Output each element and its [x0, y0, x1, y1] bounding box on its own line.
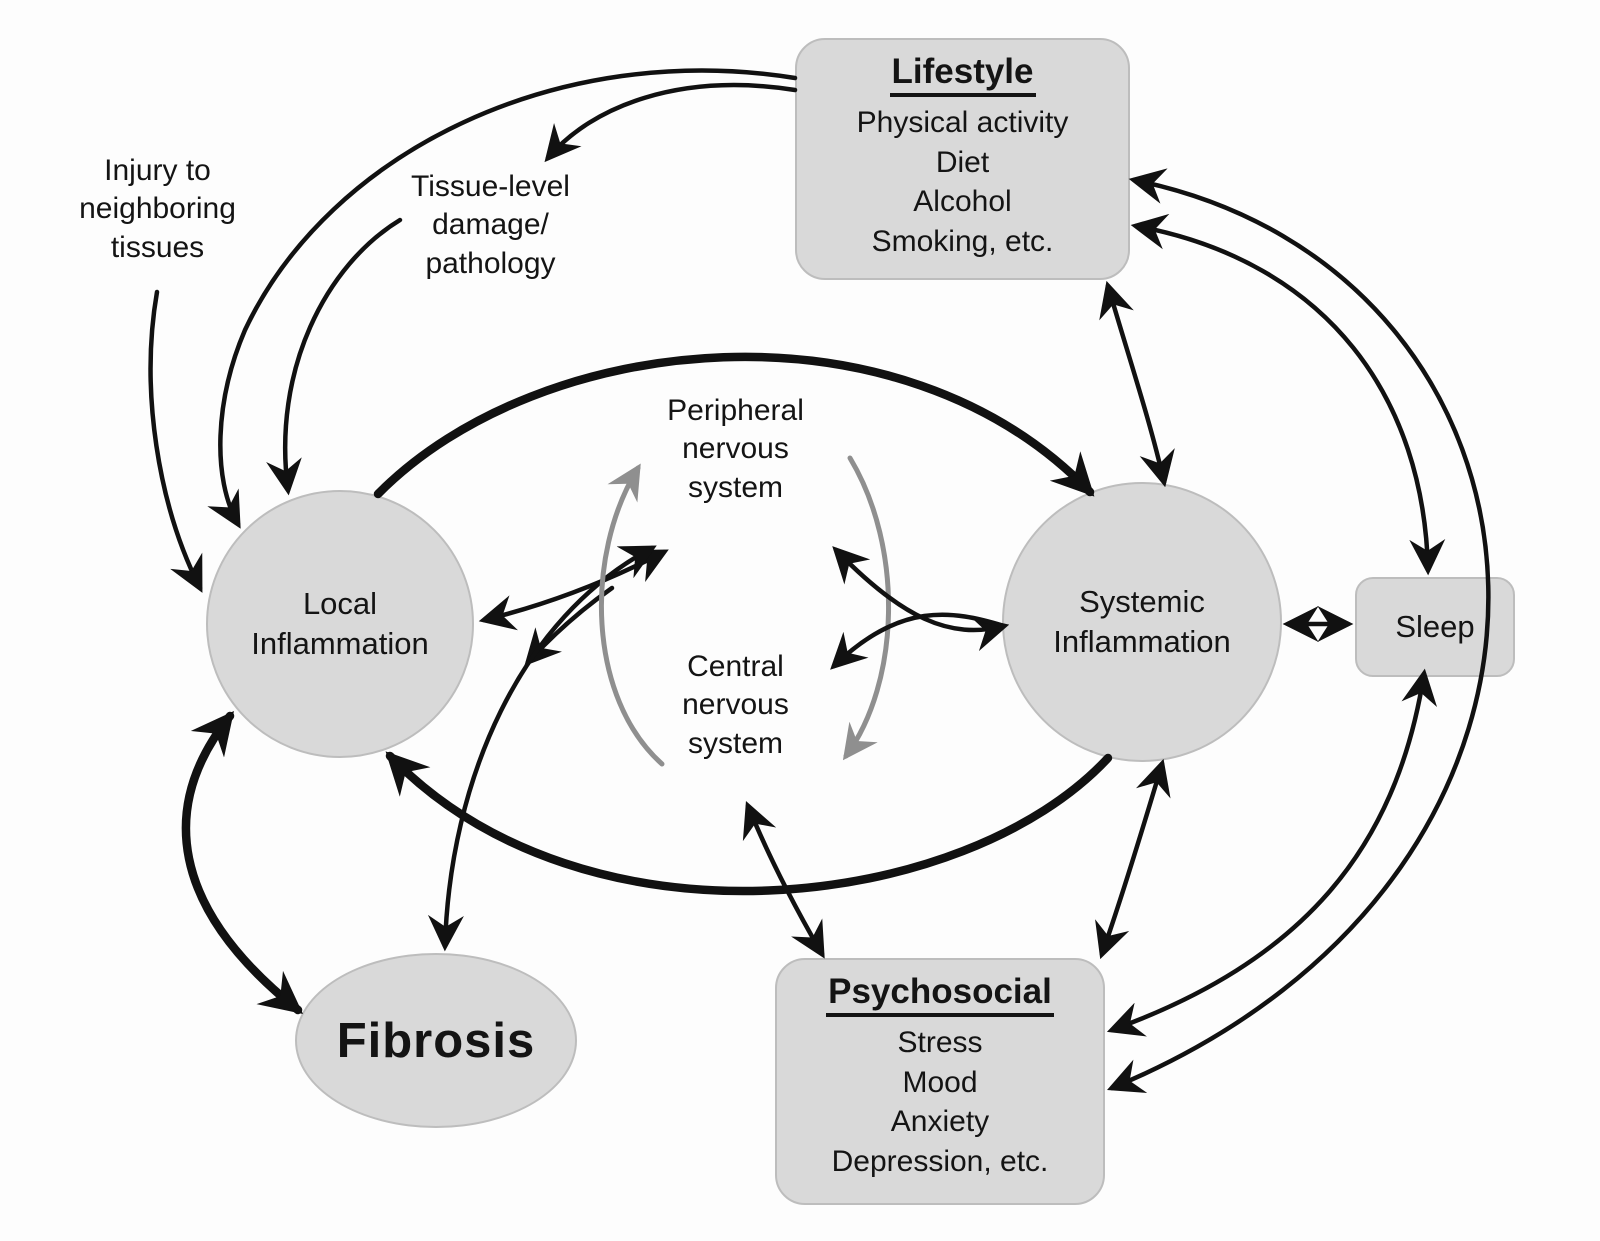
psychosocial-item: Anxiety [890, 1105, 990, 1139]
arrow-local-pns [478, 549, 669, 631]
arrow-fork-to-local [524, 585, 615, 666]
psychosocial-title: Psychosocial [826, 972, 1054, 1017]
psychosocial-item: Depression, etc. [831, 1144, 1049, 1178]
arrow-lifestyle-systemic [1099, 280, 1175, 488]
injury-label: Injury to neighboring tissues [79, 154, 236, 264]
fibrosis-node: Fibrosis [295, 953, 577, 1128]
tissue-damage-label: Tissue-level damage/ pathology [411, 170, 570, 280]
arrow-local-fibrosis-thick [181, 711, 303, 1015]
arrow-lifestyle-to-tissue [544, 82, 798, 163]
lifestyle-item: Smoking, etc. [871, 224, 1054, 258]
psychosocial-item: Mood [902, 1065, 978, 1099]
pns-label: Peripheral nervous system [667, 394, 804, 504]
psychosocial-box: Psychosocial Stress Mood Anxiety Depress… [775, 958, 1105, 1205]
arrow-cns-psychosocial [742, 800, 825, 959]
cns-label: Central nervous system [682, 650, 789, 760]
arrow-systemic-to-local-thick [385, 751, 1113, 896]
arrow-pns-systemic [832, 546, 1010, 652]
lifestyle-box: Lifestyle Physical activity Diet Alcohol… [795, 38, 1130, 280]
psychosocial-item: Stress [897, 1026, 983, 1059]
arrow-systemic-psychosocial [1095, 758, 1171, 960]
sleep-box: Sleep [1355, 577, 1515, 677]
systemic-inflammation-node: Systemic Inflammation [1002, 482, 1282, 762]
lifestyle-title: Lifestyle [889, 52, 1036, 97]
lifestyle-item: Diet [935, 145, 990, 179]
lifestyle-item: Physical activity [856, 106, 1069, 139]
arrow-injury-to-local [148, 289, 203, 593]
local-inflammation-node: Local Inflammation [206, 490, 474, 758]
lifestyle-item: Alcohol [913, 185, 1012, 219]
